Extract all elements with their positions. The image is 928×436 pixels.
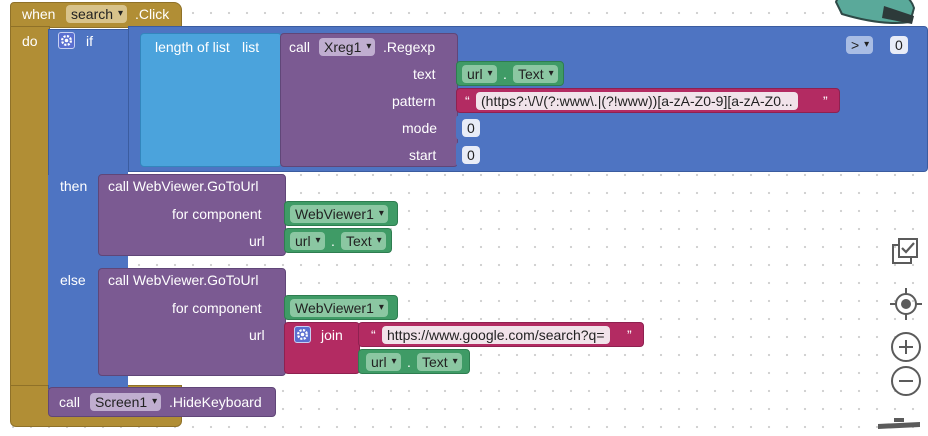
- trash-icon[interactable]: [876, 418, 922, 436]
- hide-keyboard-call-label: call: [59, 394, 81, 410]
- regexp-text-dot: .: [503, 66, 507, 82]
- if-label: if: [86, 33, 93, 49]
- pattern-close-quote: ”: [823, 93, 828, 109]
- event-do-label: do: [22, 33, 38, 49]
- compare-operator-dropdown[interactable]: >: [846, 36, 874, 54]
- regexp-mode-label: mode: [402, 120, 438, 136]
- length-of-list-label: length of list: [155, 39, 230, 55]
- then-url-component-dropdown[interactable]: url: [290, 232, 325, 250]
- pattern-open-quote: “: [465, 93, 470, 109]
- regexp-text-label: text: [413, 66, 436, 82]
- else-component-dropdown[interactable]: WebViewer1: [290, 299, 388, 317]
- event-component-dropdown[interactable]: search: [66, 5, 128, 23]
- hide-keyboard-method-label: .HideKeyboard: [169, 394, 262, 410]
- hide-keyboard-block[interactable]: [48, 387, 276, 417]
- zoom-out-icon[interactable]: [890, 365, 922, 400]
- compare-block[interactable]: > 0: [840, 33, 918, 57]
- then-url-property-dropdown[interactable]: Text: [341, 232, 386, 250]
- join-open-quote: “: [371, 327, 376, 343]
- then-label: then: [60, 178, 88, 194]
- then-url-dot: .: [331, 233, 335, 249]
- else-gotourl-block[interactable]: [98, 268, 286, 376]
- regexp-start-field[interactable]: 0: [462, 146, 480, 164]
- join-close-quote: ”: [627, 327, 632, 343]
- join-mutator-gear-icon[interactable]: [294, 326, 311, 343]
- regexp-component-dropdown[interactable]: Xreg1: [319, 38, 376, 56]
- hide-keyboard-component-dropdown[interactable]: Screen1: [90, 393, 162, 411]
- center-icon[interactable]: [890, 288, 922, 323]
- then-component-dropdown[interactable]: WebViewer1: [290, 205, 388, 223]
- event-name-label: .Click: [135, 6, 170, 22]
- then-call-label: call WebViewer.GoToUrl: [108, 178, 259, 194]
- regexp-mode-field[interactable]: 0: [462, 119, 480, 137]
- backpack-icon[interactable]: [832, 0, 918, 35]
- join-label: join: [321, 327, 343, 343]
- join-url-dot: .: [407, 354, 411, 370]
- checkbox-icon[interactable]: [891, 237, 921, 270]
- regexp-method-label: .Regexp: [383, 39, 436, 55]
- zoom-in-icon[interactable]: [890, 331, 922, 366]
- regexp-pattern-label: pattern: [392, 93, 436, 109]
- then-gotourl-block[interactable]: [98, 174, 286, 256]
- regexp-text-property-dropdown[interactable]: Text: [513, 65, 558, 83]
- join-url-property-dropdown[interactable]: Text: [417, 353, 462, 371]
- then-for-component-label: for component: [172, 206, 262, 222]
- else-url-label: url: [249, 327, 265, 343]
- else-call-label: call WebViewer.GoToUrl: [108, 272, 259, 288]
- compare-value-field[interactable]: 0: [890, 36, 908, 54]
- else-for-component-label: for component: [172, 300, 262, 316]
- join-url-component-dropdown[interactable]: url: [366, 353, 401, 371]
- pattern-string-field[interactable]: (https?:\/\/(?:www\.|(?!www))[a-zA-Z0-9]…: [476, 92, 798, 110]
- regexp-start-label: start: [409, 147, 437, 163]
- join-string-field[interactable]: https://www.google.com/search?q=: [382, 326, 610, 344]
- length-list-socket-label: list: [242, 39, 260, 55]
- then-url-label: url: [249, 233, 265, 249]
- regexp-text-component-dropdown[interactable]: url: [462, 65, 497, 83]
- event-when-label: when: [22, 6, 56, 22]
- if-mutator-gear-icon[interactable]: [58, 32, 75, 49]
- regexp-call-label: call: [289, 39, 311, 55]
- else-label: else: [60, 272, 86, 288]
